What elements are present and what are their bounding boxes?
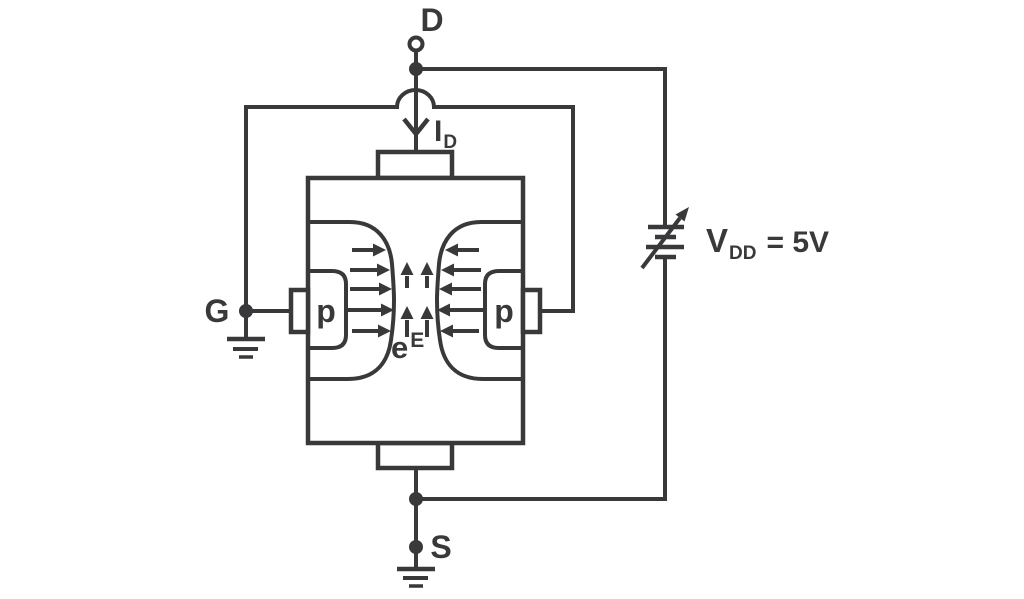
drain-to-supply-wire [416, 67, 667, 227]
p-region-right [483, 269, 523, 350]
source-contact [375, 440, 455, 471]
supply-symbol: V [706, 222, 728, 259]
supply-value: = 5V [766, 226, 829, 259]
electron-field-label: eE [391, 329, 424, 365]
drain-current-symbol: I [434, 115, 442, 148]
gate-contact-right [520, 287, 543, 335]
source-terminal-dot [409, 540, 423, 554]
supply-subscript: DD [729, 243, 756, 264]
drain-junction-dot [409, 62, 423, 76]
source-label: S [430, 529, 451, 565]
depletion-boundary-right [434, 220, 523, 381]
drain-label: D [420, 2, 443, 38]
electron-flow-arrows [400, 262, 434, 337]
p-region-right-label: p [494, 293, 514, 329]
drain-contact [375, 149, 455, 181]
drain-current-arrowhead [402, 117, 430, 138]
drain-terminal-circle [407, 35, 425, 53]
ground-symbol-source [397, 566, 435, 588]
electron-symbol: e [391, 330, 408, 365]
depletion-boundary-left [308, 220, 397, 381]
gate-label: G [205, 293, 230, 329]
gate-wire [244, 88, 575, 337]
drain-current-subscript: D [443, 132, 457, 153]
supply-to-source-wire [416, 256, 667, 501]
p-region-left-label: p [316, 293, 336, 329]
supply-label: VDD = 5V [706, 222, 829, 264]
ground-symbol-gate [227, 336, 265, 359]
field-arrows-left [348, 243, 394, 338]
transistor-body [305, 175, 526, 446]
battery-symbol [646, 224, 684, 260]
drain-current-label: ID [434, 115, 457, 153]
p-region-left [308, 269, 348, 350]
field-superscript: E [410, 329, 424, 352]
gate-junction-dot [239, 304, 253, 318]
field-arrows-right [437, 243, 483, 338]
source-junction-dot [409, 492, 423, 506]
variable-arrow [640, 207, 689, 270]
gate-contact-left [288, 287, 311, 335]
